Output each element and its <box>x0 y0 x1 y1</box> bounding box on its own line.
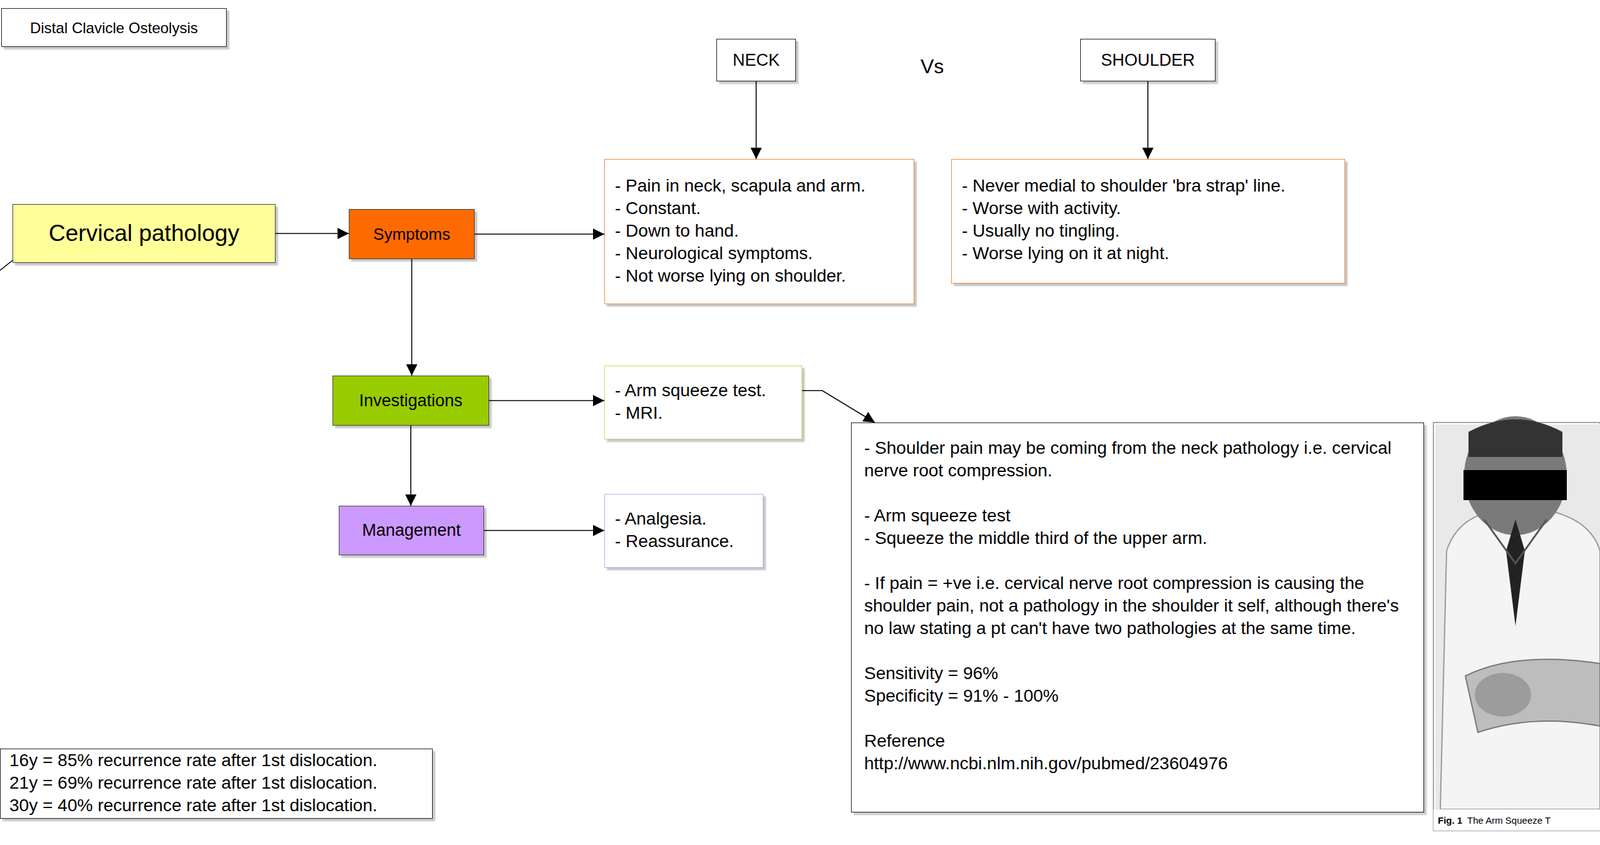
connector-arrow <box>275 232 349 235</box>
connector-arrow <box>410 425 412 506</box>
heading-box: NECK <box>716 38 796 82</box>
node-text: SHOULDER <box>1100 49 1195 72</box>
head-shape <box>1464 416 1567 536</box>
figure-number: Fig. 1 <box>1437 815 1463 826</box>
node-text: - If pain = +ve i.e. cervical nerve root… <box>864 572 1411 640</box>
node-text: Symptoms <box>373 223 451 245</box>
node-text: Management <box>361 519 461 542</box>
connector-arrow <box>474 233 605 235</box>
node-text: - Constant. <box>614 197 904 220</box>
node-text: 21y = 69% recurrence rate after 1st disl… <box>9 772 424 795</box>
stub-line <box>0 260 13 271</box>
node-text: - Analgesia. <box>614 507 753 531</box>
node-text: - Pain in neck, scapula and arm. <box>614 174 904 198</box>
connector-arrow <box>484 530 605 532</box>
node-text: Reference <box>864 730 1411 753</box>
node-text: 16y = 85% recurrence rate after 1st disl… <box>9 749 424 773</box>
connector-arrow <box>411 259 413 376</box>
topic-box: Cervical pathology <box>12 204 276 264</box>
versus-label: Vs <box>920 55 944 79</box>
connector-arrow <box>1147 81 1149 160</box>
node-text: - Usually no tingling. <box>961 219 1335 243</box>
node-text: - Worse lying on it at night. <box>961 242 1335 265</box>
tie-shape <box>1506 519 1525 627</box>
node-text: Specificity = 91% - 100% <box>864 685 1411 708</box>
heading-box: SHOULDER <box>1080 38 1216 82</box>
node-text: Sensitivity = 96% <box>864 662 1411 686</box>
arm-shape <box>1465 659 1600 733</box>
symptom-list: - Never medial to shoulder 'bra strap' l… <box>951 159 1346 284</box>
coat-shape <box>1440 510 1600 810</box>
hand-shape <box>1474 673 1532 718</box>
node-text: - MRI. <box>614 402 792 425</box>
photo-frame <box>1433 422 1600 831</box>
node-text: - Reassurance. <box>614 530 753 553</box>
node-text: - Down to hand. <box>614 219 904 243</box>
node-text: http://www.ncbi.nlm.nih.gov/pubmed/23604… <box>864 752 1411 776</box>
note-box: 16y = 85% recurrence rate after 1st disl… <box>0 748 433 820</box>
note-box: - Shoulder pain may be coming from the n… <box>851 422 1425 813</box>
caption-strip <box>1433 809 1600 831</box>
node-text: - Neurological symptoms. <box>614 242 904 265</box>
node-text: NECK <box>732 49 780 72</box>
node-text: 30y = 40% recurrence rate after 1st disl… <box>9 794 424 818</box>
node-text: - Not worse lying on shoulder. <box>614 264 904 288</box>
investigation-list: - Arm squeeze test.- MRI. <box>604 365 803 440</box>
node-text: Investigations <box>358 390 463 413</box>
category-box: Symptoms <box>348 209 475 260</box>
eye-bar <box>1463 470 1567 501</box>
category-box: Management <box>338 505 485 556</box>
connector-arrow <box>755 81 758 160</box>
category-box: Investigations <box>332 375 490 426</box>
collar-line <box>1484 519 1547 564</box>
connector-arrow <box>802 390 875 423</box>
symptom-list: - Pain in neck, scapula and arm.- Consta… <box>604 159 915 305</box>
node-text: Distal Clavicle Osteolysis <box>30 18 198 38</box>
node-text: - Shoulder pain may be coming from the n… <box>864 437 1411 483</box>
node-text: - Worse with activity. <box>961 197 1335 220</box>
connector-arrow <box>489 400 605 402</box>
hair-shape <box>1468 419 1563 458</box>
title-box: Distal Clavicle Osteolysis <box>1 8 227 47</box>
node-text: - Never medial to shoulder 'bra strap' l… <box>961 174 1335 198</box>
node-text: - Arm squeeze test. <box>614 379 792 403</box>
node-text: - Squeeze the middle third of the upper … <box>864 527 1411 550</box>
management-list: - Analgesia.- Reassurance. <box>604 494 764 568</box>
node-text: - Arm squeeze test <box>864 504 1411 528</box>
figure-caption: The Arm Squeeze T <box>1467 815 1551 826</box>
photo-background <box>1435 424 1600 810</box>
node-text: Cervical pathology <box>48 218 240 249</box>
